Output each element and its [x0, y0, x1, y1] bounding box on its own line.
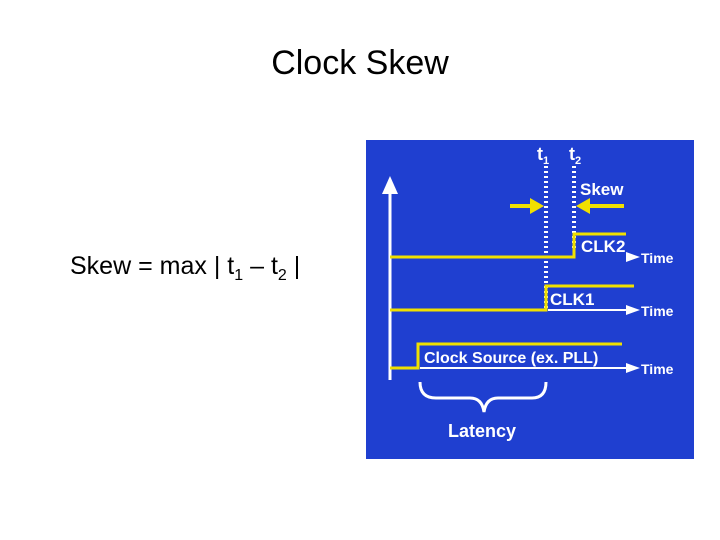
formula-t1: t	[227, 252, 235, 280]
clk1-label: CLK1	[550, 290, 594, 309]
latency-brace	[418, 381, 548, 413]
clk2-time-arrowhead	[626, 252, 640, 262]
formula-lhs: Skew = max	[70, 252, 214, 280]
vertical-axis-arrowhead	[382, 176, 398, 194]
skew-label: Skew	[580, 180, 624, 199]
clk1-signal	[390, 284, 634, 312]
formula-t2: t	[270, 252, 278, 280]
diagram-background	[366, 140, 694, 459]
formula-bar-right: |	[293, 252, 301, 280]
latency-label: Latency	[448, 421, 516, 441]
skew-arrow-left-head	[530, 198, 544, 214]
clk2-time-label: Time	[641, 250, 674, 266]
skew-arrow-right-head	[576, 198, 590, 214]
clk2-signal	[390, 232, 626, 259]
clock-source-time-label: Time	[641, 361, 674, 377]
clk1-time-arrowhead	[626, 305, 640, 315]
skew-formula: Skew = max | t1 – t2 |	[70, 252, 300, 285]
clock-skew-diagram: t1 t2 Skew CLK2 Time CLK1 Time Clock Sou…	[366, 140, 694, 459]
formula-t2-subscript: 2	[277, 267, 287, 284]
clk1-time-label: Time	[641, 303, 674, 319]
formula-minus: –	[250, 252, 264, 280]
formula-t1-subscript: 1	[234, 267, 244, 284]
clk2-label: CLK2	[581, 237, 625, 256]
formula-bar-left: |	[213, 252, 221, 280]
slide-title: Clock Skew	[271, 44, 449, 82]
t2-label: t2	[569, 144, 581, 167]
clock-source-time-arrowhead	[626, 363, 640, 373]
t1-label: t1	[537, 144, 549, 167]
clock-source-signal	[390, 342, 622, 370]
clock-source-label: Clock Source (ex. PLL)	[424, 350, 598, 367]
